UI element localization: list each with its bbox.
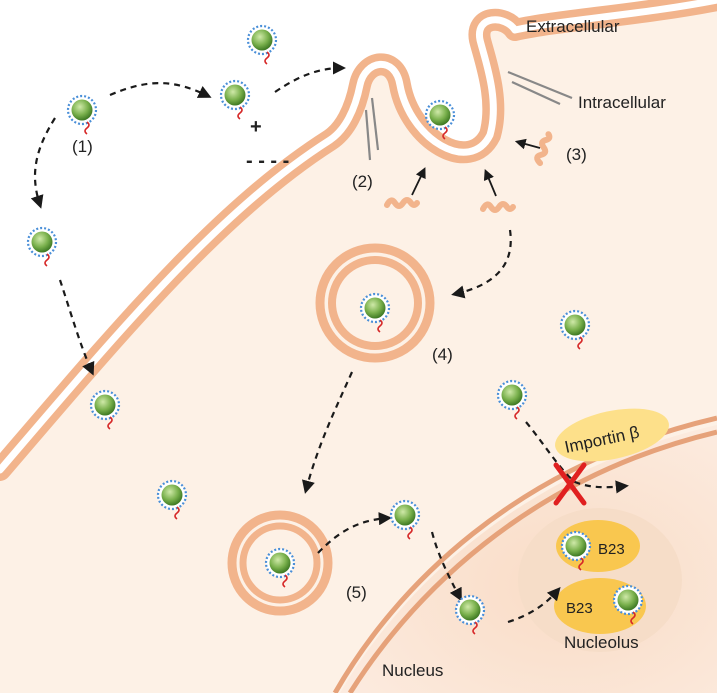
label-step-1: (1) (72, 137, 93, 156)
label-b23-top: B23 (598, 541, 625, 558)
protein-arrows (411, 138, 541, 197)
endosome-5 (227, 510, 333, 616)
endosome-4 (315, 243, 435, 363)
label-nucleus: Nucleus (382, 661, 443, 680)
label-extracellular: Extracellular (526, 17, 620, 36)
label-nucleolus: Nucleolus (564, 633, 639, 652)
label-step-5: (5) (346, 583, 367, 602)
label-intracellular: Intracellular (578, 93, 666, 112)
nanoparticle-icon (246, 24, 278, 66)
cell-membrane (0, 0, 717, 481)
block-x-icon (553, 462, 587, 506)
nanoparticle-icon (66, 94, 98, 136)
receptor-3 (507, 70, 573, 105)
label-step-2: (2) (352, 172, 373, 191)
label-minus: - - - - (246, 150, 289, 172)
receptor-2 (364, 97, 380, 161)
label-plus: + (250, 116, 262, 138)
label-step-4: (4) (432, 345, 453, 364)
label-b23-bottom: B23 (566, 600, 593, 617)
label-step-3: (3) (566, 145, 587, 164)
pathway-arrows (30, 61, 629, 624)
importin-beta (555, 408, 669, 462)
nanoparticle-icon (26, 226, 58, 268)
nanoparticle-icon (219, 79, 251, 121)
